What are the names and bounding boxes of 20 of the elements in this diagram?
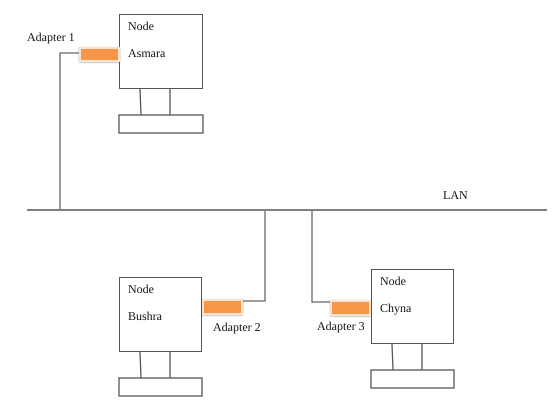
computer-monitor bbox=[119, 14, 203, 89]
node-label: Node bbox=[128, 282, 154, 296]
network-label: LAN bbox=[443, 188, 468, 202]
node-label: Node bbox=[128, 19, 154, 33]
adapter-bar bbox=[79, 47, 120, 62]
adapter-bar bbox=[202, 299, 243, 315]
network-cable bbox=[59, 52, 79, 209]
computer-monitor bbox=[119, 277, 202, 352]
network-cable bbox=[311, 211, 330, 303]
adapter-bar bbox=[330, 300, 371, 316]
node-name: Asmara bbox=[128, 46, 166, 60]
node-label: Node bbox=[380, 274, 406, 288]
adapter-label: Adapter 2 bbox=[213, 320, 261, 334]
adapter-label: Adapter 1 bbox=[27, 30, 75, 44]
adapter-label: Adapter 3 bbox=[317, 319, 365, 333]
lan-line bbox=[27, 209, 547, 211]
node-name: Bushra bbox=[128, 309, 162, 323]
node-name: Chyna bbox=[380, 301, 412, 315]
computer-monitor bbox=[371, 269, 454, 344]
network-cable bbox=[243, 211, 266, 302]
